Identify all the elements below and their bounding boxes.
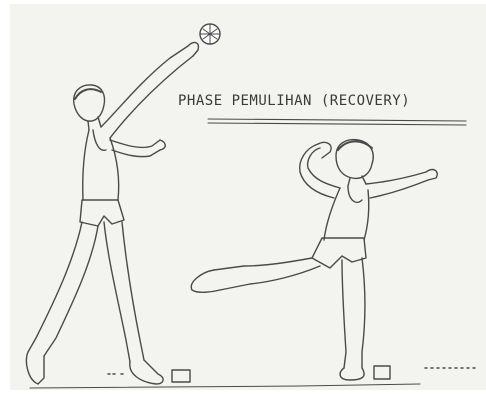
toe-board-left bbox=[172, 370, 190, 382]
figure-caption: PHASE PEMULIHAN (RECOVERY) bbox=[178, 93, 478, 109]
ground-line bbox=[30, 384, 420, 388]
caption-underline-bottom bbox=[208, 123, 466, 125]
toe-board-right bbox=[374, 366, 390, 379]
shot-put-ball bbox=[200, 24, 220, 44]
recovery-phase-illustration bbox=[10, 4, 486, 390]
athlete-recovery bbox=[191, 140, 437, 380]
scanned-illustration bbox=[10, 4, 486, 390]
caption-underline-top bbox=[208, 119, 466, 121]
athlete-release bbox=[26, 43, 198, 384]
